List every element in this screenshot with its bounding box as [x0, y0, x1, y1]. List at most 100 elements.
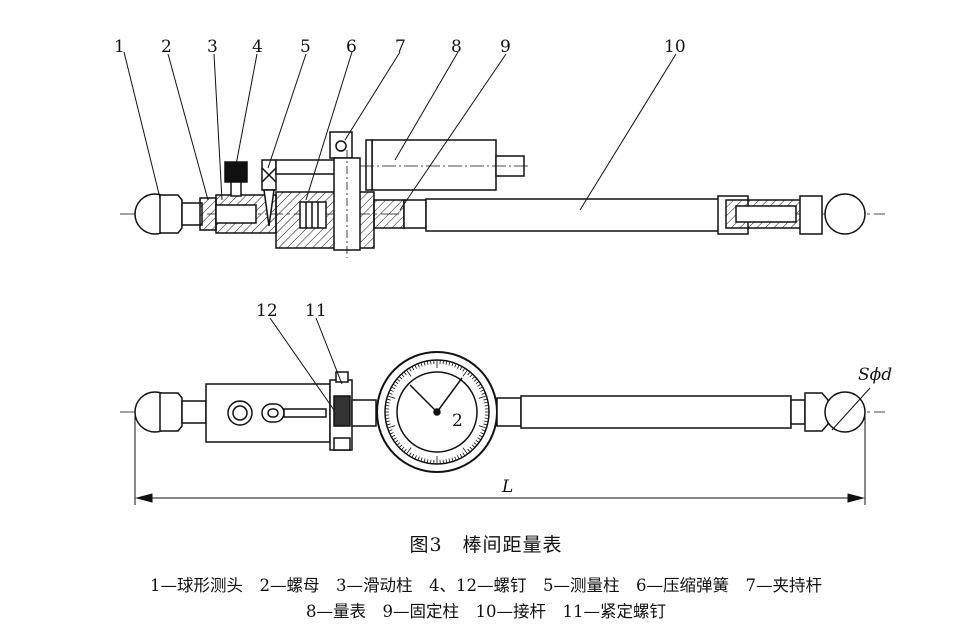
extension-rod	[425, 198, 727, 232]
callout-11: 11	[305, 301, 327, 321]
legend-line-1: 1—球形测头 2—螺母 3—滑动柱 4、12—螺钉 5—测量柱 6—压缩弹簧 7…	[150, 576, 822, 595]
dial-tick	[457, 364, 460, 369]
dial-tick	[386, 423, 391, 426]
figure-title: 图3 棒间距量表	[409, 534, 563, 556]
callout-8: 8	[451, 37, 462, 57]
dial-tick	[426, 459, 429, 464]
dial-tick	[430, 360, 432, 365]
bottom-leaders	[269, 317, 343, 411]
right-ball-probe-bottom	[824, 391, 866, 433]
legend-line-2: 8—量表 9—固定柱 10—接杆 11—紧定螺钉	[306, 602, 666, 621]
dial-tick	[459, 366, 463, 371]
dial-tick	[386, 398, 391, 401]
dial-gauge-top	[371, 139, 497, 191]
dial-tick	[392, 437, 397, 441]
dial-tick	[389, 389, 394, 392]
dial-tick	[478, 386, 483, 390]
dial-tick	[391, 386, 396, 390]
callout-9: 9	[500, 37, 511, 57]
dial-tick	[462, 369, 468, 377]
dial-tick	[459, 453, 463, 458]
top-section-view	[120, 131, 885, 258]
dial-tick	[396, 442, 401, 446]
dial-tick	[420, 457, 423, 462]
bottom-callout-labels: 12 11 Sϕd	[256, 301, 892, 385]
dial-tick	[478, 395, 487, 399]
dial-tick	[385, 401, 390, 404]
dial-tick	[451, 457, 454, 462]
dial-tick	[462, 452, 466, 457]
dial-tick	[445, 360, 448, 365]
dial-tick	[442, 459, 444, 464]
dial-tick	[467, 448, 471, 453]
dial-tick	[398, 376, 403, 380]
dial-tick	[475, 439, 480, 443]
top-leaders	[123, 51, 677, 211]
dial-tick	[484, 417, 489, 419]
callout-4: 4	[252, 37, 263, 57]
dial-tick	[445, 459, 448, 464]
right-ball-probe	[824, 193, 866, 235]
dial-tick	[398, 444, 403, 448]
dial-tick	[394, 381, 399, 385]
dial-tick	[423, 458, 426, 463]
dial-tick	[478, 434, 483, 438]
dial-tick	[387, 395, 396, 399]
bottom-external-view	[120, 351, 885, 473]
dial-tick	[469, 373, 473, 378]
dial-tick	[408, 452, 412, 457]
dial-tick	[385, 420, 390, 423]
dial-tick	[406, 369, 412, 377]
dial-tick	[480, 432, 485, 435]
dial-tick	[403, 371, 407, 376]
dial-tick	[471, 444, 476, 448]
dial-tick	[484, 401, 489, 404]
dial-tick	[417, 363, 420, 368]
dial-tick	[481, 392, 486, 395]
dial-tick	[473, 378, 478, 382]
dial-tick	[484, 405, 489, 407]
callout-10: 10	[664, 37, 686, 57]
dial-tick	[389, 432, 394, 435]
dial-tick	[448, 361, 451, 366]
label-ball-diameter: Sϕd	[858, 365, 892, 385]
dial-tick	[480, 389, 485, 392]
dial-tick	[483, 398, 488, 401]
dial-tick	[477, 437, 482, 441]
dial-tick	[484, 420, 489, 423]
dimension-L	[134, 412, 866, 505]
dial-tick	[388, 392, 393, 395]
dial-tick	[448, 458, 451, 463]
dial-tick	[423, 361, 426, 366]
dial-tick	[457, 455, 460, 460]
callout-7: 7	[395, 37, 406, 57]
dial-tick	[454, 456, 457, 461]
callout-6: 6	[346, 37, 357, 57]
callout-3: 3	[207, 37, 218, 57]
dial-tick	[442, 360, 444, 365]
callout-1: 1	[114, 37, 125, 57]
top-callout-labels: 1 2 3 4 5 6 7 8 9 10	[114, 37, 686, 57]
dial-tick	[396, 378, 401, 382]
dial-tick	[478, 425, 487, 429]
dial-tick	[451, 362, 454, 367]
dial-tick	[471, 376, 476, 380]
dial-tick	[385, 405, 390, 407]
dial-tick	[411, 366, 415, 371]
callout-12: 12	[256, 301, 278, 321]
dial-tick	[483, 423, 488, 426]
dial-tick	[462, 447, 468, 455]
dial-tick	[401, 373, 405, 378]
bar-distance-gauge-diagram: 1 2 3 4 5 6 7 8 9 10	[114, 37, 892, 505]
dial-tick	[417, 456, 420, 461]
extension-rod-bottom	[520, 395, 792, 429]
dial-tick	[454, 363, 457, 368]
dial-tick	[391, 434, 396, 438]
dial-tick	[392, 383, 397, 387]
dial-tick	[477, 383, 482, 387]
dial-tick	[414, 364, 417, 369]
dial-tick	[394, 439, 399, 443]
dial-ticks	[385, 360, 489, 464]
dial-tick	[430, 459, 432, 464]
dial-tick	[388, 429, 393, 432]
